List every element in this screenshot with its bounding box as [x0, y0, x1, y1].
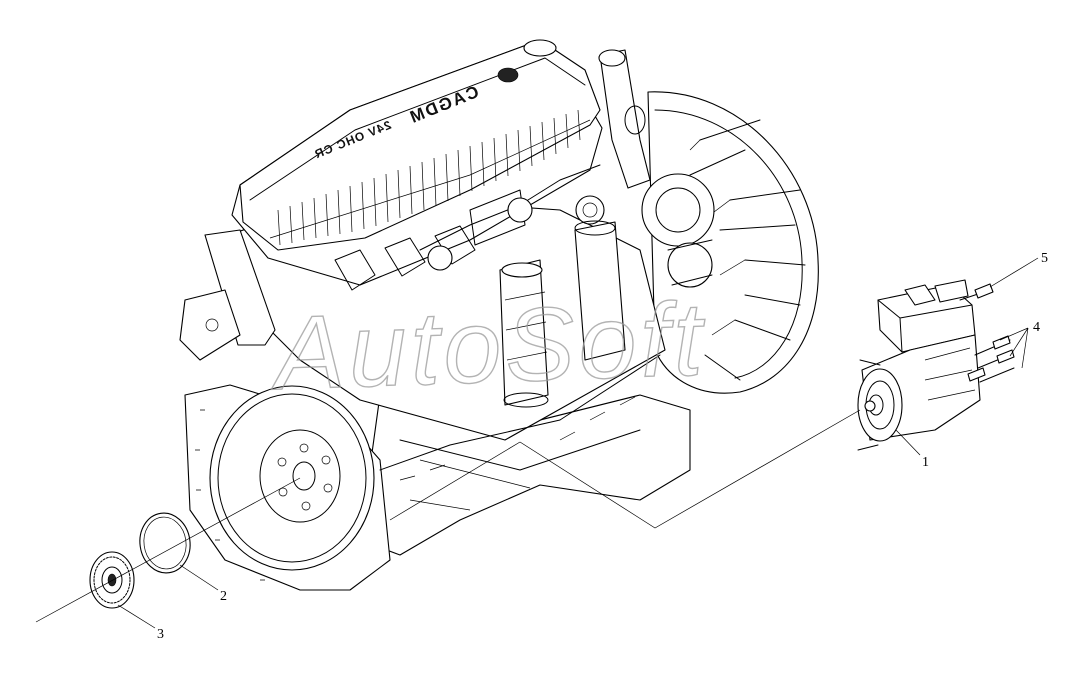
callout-3: 3: [157, 627, 164, 642]
valve-cover-fins: [269, 109, 591, 246]
compressor-bolts: [967, 335, 1015, 383]
air-compressor: [857, 279, 981, 451]
cooling-fan: [647, 91, 819, 394]
assembly-lines: [35, 409, 861, 623]
callout-1: 1: [922, 455, 929, 470]
flywheel: [209, 385, 375, 571]
gasket: [139, 512, 191, 574]
compressor-top-bolt: [959, 283, 994, 301]
oil-filler-cap: [523, 39, 557, 57]
callout-leaders: [117, 257, 1039, 629]
brand-logo: [497, 67, 519, 83]
engine-assembly: CAGDM 24V OHC CR: [179, 39, 715, 591]
callout-2: 2: [220, 589, 227, 604]
callout-4: 4: [1033, 320, 1040, 335]
fuel-filter: [574, 221, 626, 361]
callout-5: 5: [1041, 251, 1048, 266]
watermark: AutoSoft: [267, 281, 708, 412]
drive-gear: [89, 551, 135, 609]
